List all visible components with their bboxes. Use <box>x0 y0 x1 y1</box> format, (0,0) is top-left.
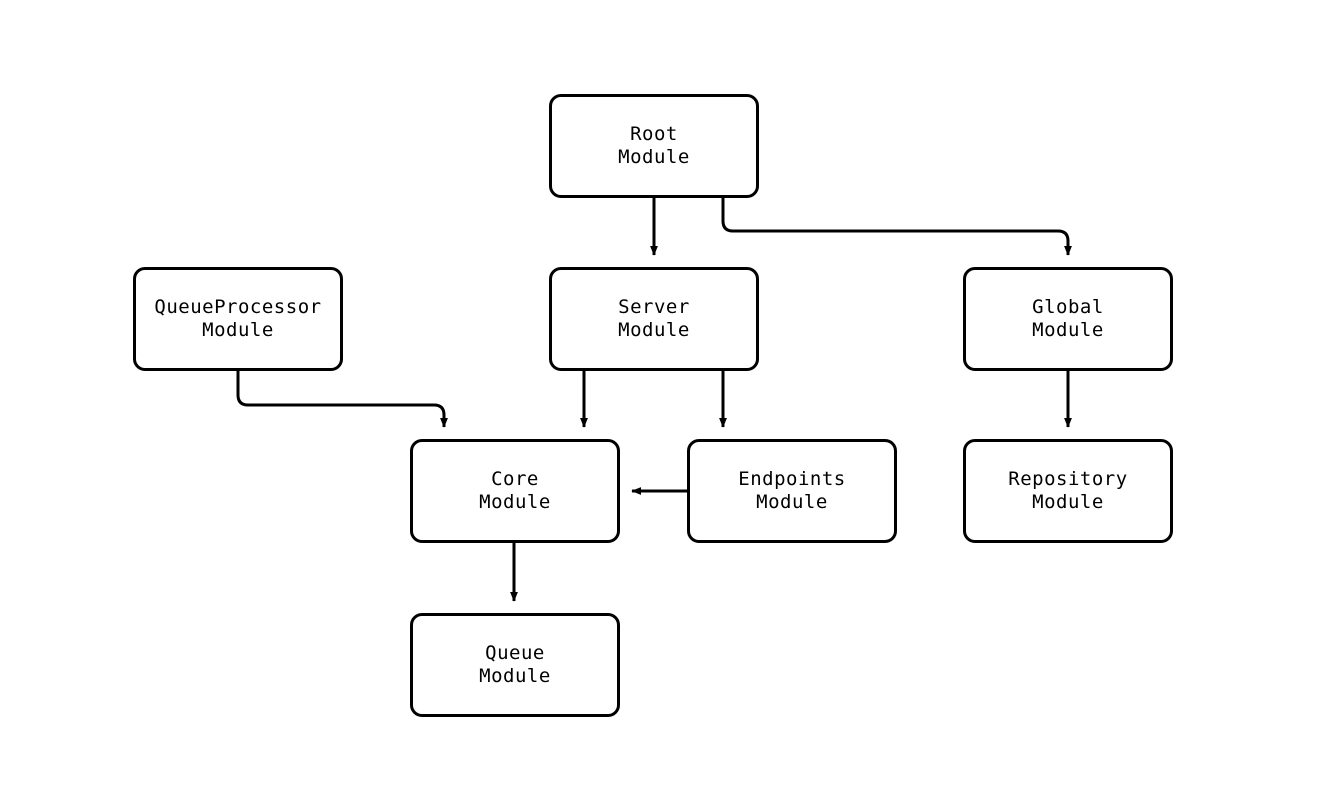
node-server-module[interactable]: Server Module <box>549 267 759 371</box>
node-repository-module[interactable]: Repository Module <box>963 439 1173 543</box>
node-queue-module-line2: Module <box>479 665 551 687</box>
node-root-module-line1: Root <box>630 123 678 145</box>
node-core-module-line2: Module <box>479 491 551 513</box>
node-core-module-line1: Core <box>491 468 539 490</box>
node-global-module[interactable]: Global Module <box>963 267 1173 371</box>
node-queueprocessor-module-line2: Module <box>202 319 274 341</box>
node-global-module-line2: Module <box>1032 319 1104 341</box>
node-queueprocessor-module[interactable]: QueueProcessor Module <box>133 267 343 371</box>
node-global-module-line1: Global <box>1032 296 1104 318</box>
node-repository-module-line2: Module <box>1032 491 1104 513</box>
node-queue-module[interactable]: Queue Module <box>410 613 620 717</box>
node-endpoints-module[interactable]: Endpoints Module <box>687 439 897 543</box>
node-repository-module-line1: Repository <box>1008 468 1128 490</box>
node-endpoints-module-line1: Endpoints <box>738 468 846 490</box>
node-endpoints-module-line2: Module <box>756 491 828 513</box>
node-root-module-line2: Module <box>618 146 690 168</box>
node-queue-module-line1: Queue <box>485 642 545 664</box>
edge-root-to-global <box>721 198 1072 256</box>
node-root-module[interactable]: Root Module <box>549 94 759 198</box>
node-server-module-line1: Server <box>618 296 690 318</box>
edge-queueprocessor-to-core <box>236 371 448 428</box>
node-server-module-line2: Module <box>618 319 690 341</box>
node-core-module[interactable]: Core Module <box>410 439 620 543</box>
node-queueprocessor-module-line1: QueueProcessor <box>154 296 322 318</box>
